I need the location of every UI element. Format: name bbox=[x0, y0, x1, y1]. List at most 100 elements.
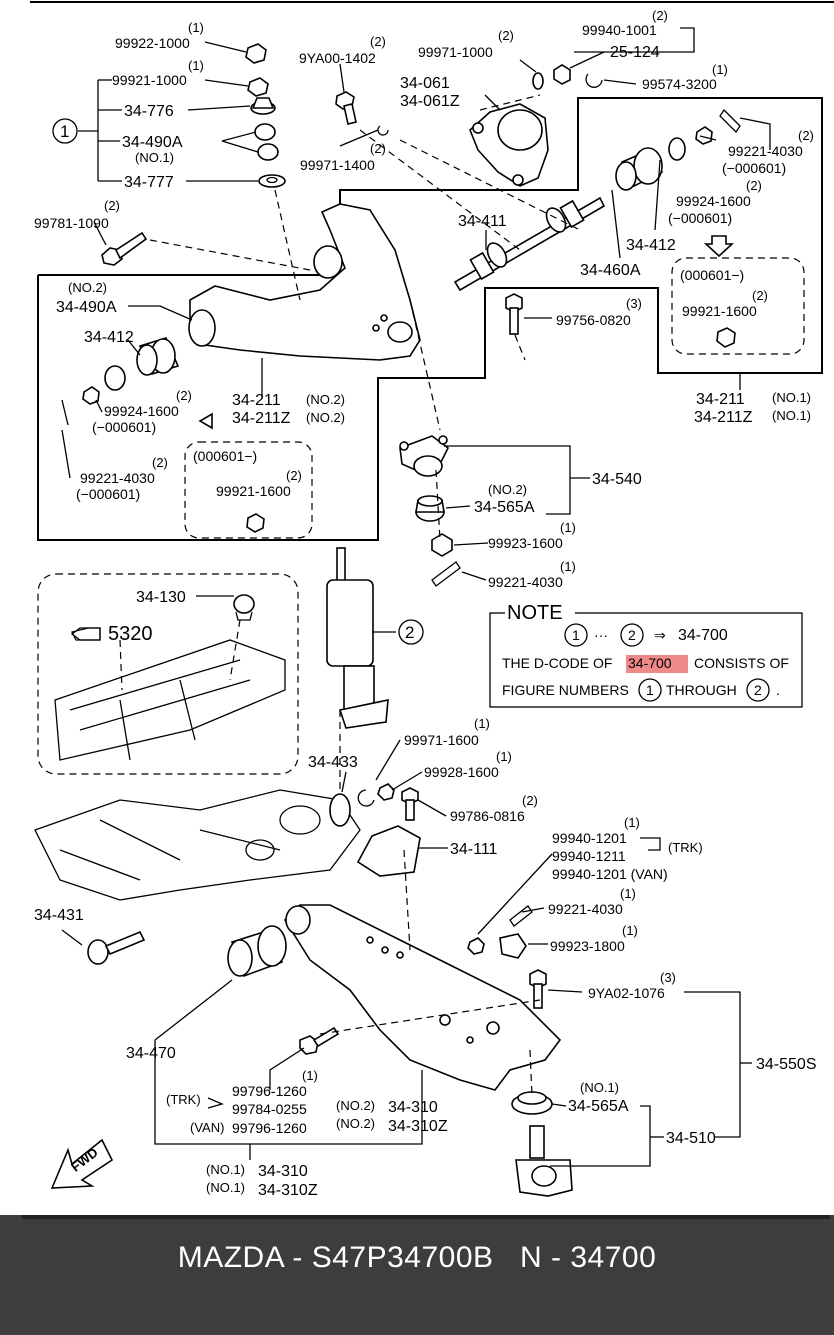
note-highlight bbox=[626, 655, 688, 673]
svg-text:(1): (1) bbox=[188, 20, 204, 35]
label-99221-4030-bottom: 99221-4030 bbox=[548, 901, 623, 917]
label-99921-1600-right: 99921-1600 bbox=[682, 303, 757, 319]
svg-text:(3): (3) bbox=[660, 970, 676, 985]
label-34-211Z-no1: 34-211Z bbox=[694, 409, 753, 426]
label-99221-4030-mid: 99221-4030 bbox=[488, 574, 563, 590]
svg-text:2: 2 bbox=[628, 627, 636, 643]
leader-lines bbox=[61, 27, 771, 1167]
note-title: NOTE bbox=[507, 602, 563, 624]
svg-text:1: 1 bbox=[572, 627, 580, 643]
label-99796-1260: 99796-1260 bbox=[232, 1083, 307, 1099]
svg-text:(1): (1) bbox=[712, 62, 728, 77]
label-99940-1201-van: 99940-1201 (VAN) bbox=[552, 866, 668, 882]
svg-text:(NO.1): (NO.1) bbox=[772, 408, 811, 423]
svg-text:(TRK): (TRK) bbox=[166, 1092, 201, 1107]
bushing-left bbox=[61, 337, 180, 426]
svg-text:(3): (3) bbox=[626, 296, 642, 311]
label-34-510: 34-510 bbox=[666, 1130, 716, 1147]
svg-text:(1): (1) bbox=[474, 716, 490, 731]
label-34-776: 34-776 bbox=[124, 103, 174, 120]
label-25-124: 25-124 bbox=[610, 44, 660, 61]
svg-text:(NO.1): (NO.1) bbox=[206, 1180, 245, 1195]
svg-text:(1): (1) bbox=[622, 923, 638, 938]
svg-text:(NO.2): (NO.2) bbox=[68, 280, 107, 295]
svg-text:(2): (2) bbox=[370, 34, 386, 49]
circle-1-marker bbox=[52, 118, 78, 144]
svg-text:(2): (2) bbox=[522, 793, 538, 808]
ball-joint-34-540 bbox=[399, 435, 461, 587]
label-99971-1000: 99971-1000 bbox=[418, 44, 493, 60]
label-34-460A: 34-460A bbox=[580, 262, 641, 279]
bolt-9YA02 bbox=[529, 969, 547, 1009]
svg-text:(NO.2): (NO.2) bbox=[488, 482, 527, 497]
svg-text:(−000601): (−000601) bbox=[76, 486, 140, 502]
bolt-34-431 bbox=[87, 930, 146, 965]
bracket-34-061 bbox=[469, 103, 549, 187]
label-99921-1000: 99921-1000 bbox=[112, 72, 187, 88]
footer-divider bbox=[22, 1215, 830, 1219]
label-34-490A: 34-490A bbox=[122, 134, 183, 151]
label-99781-1090: 99781-1090 bbox=[34, 215, 109, 231]
label-34-565A-bottom: 34-565A bbox=[568, 1098, 629, 1115]
svg-text:34-700: 34-700 bbox=[678, 627, 728, 644]
svg-text:⇒: ⇒ bbox=[654, 627, 666, 643]
svg-text:(1): (1) bbox=[560, 520, 576, 535]
svg-text:(2): (2) bbox=[752, 288, 768, 303]
label-34-310Z-no2: 34-310Z bbox=[388, 1118, 448, 1135]
svg-text:2: 2 bbox=[754, 682, 762, 698]
svg-text:(000601−): (000601−) bbox=[193, 448, 257, 464]
label-34-061: 34-061 bbox=[400, 75, 450, 92]
label-34-130: 34-130 bbox=[136, 589, 186, 606]
label-ref-5320: 5320 bbox=[108, 623, 153, 645]
svg-text:FIGURE NUMBERS: FIGURE NUMBERS bbox=[502, 682, 629, 698]
label-99971-1600: 99971-1600 bbox=[404, 732, 479, 748]
top-left-stack bbox=[245, 43, 286, 188]
label-34-433: 34-433 bbox=[308, 754, 358, 771]
label-99924-1600-right: 99924-1600 bbox=[676, 193, 751, 209]
label-99971-1400: 99971-1400 bbox=[300, 157, 375, 173]
label-99756-0820: 99756-0820 bbox=[556, 312, 631, 328]
note-highlighted-code: 34-700 bbox=[628, 655, 672, 671]
svg-text:(2): (2) bbox=[498, 28, 514, 43]
label-34-211-no2: 34-211 bbox=[232, 392, 281, 409]
svg-text:2: 2 bbox=[405, 623, 414, 642]
svg-text:(2): (2) bbox=[370, 141, 386, 156]
svg-text:1: 1 bbox=[60, 122, 69, 141]
label-99796-1260-van: 99796-1260 bbox=[232, 1120, 307, 1136]
svg-text:THROUGH: THROUGH bbox=[666, 682, 737, 698]
note-box bbox=[489, 612, 803, 708]
serial-box-left bbox=[184, 441, 313, 539]
upper-arm-34-211 bbox=[188, 203, 421, 361]
label-34-111: 34-111 bbox=[450, 841, 498, 858]
label-34-211Z-no2: 34-211Z bbox=[232, 410, 291, 427]
label-9YA02-1076: 9YA02-1076 bbox=[588, 985, 665, 1001]
label-34-310Z-no1: 34-310Z bbox=[258, 1182, 318, 1199]
svg-text:(NO.1): (NO.1) bbox=[206, 1162, 245, 1177]
svg-text:···: ··· bbox=[594, 627, 608, 643]
circle-2-marker bbox=[398, 619, 424, 645]
label-99574-3200: 99574-3200 bbox=[642, 76, 717, 92]
label-9YA00-1402: 9YA00-1402 bbox=[299, 50, 376, 66]
svg-text:(NO.2): (NO.2) bbox=[336, 1116, 375, 1131]
label-34-431: 34-431 bbox=[34, 907, 84, 924]
svg-text:(1): (1) bbox=[624, 815, 640, 830]
label-34-540: 34-540 bbox=[592, 471, 642, 488]
svg-text:(−000601): (−000601) bbox=[668, 210, 732, 226]
label-34-411: 34-411 bbox=[458, 213, 507, 230]
svg-text:(TRK): (TRK) bbox=[668, 840, 703, 855]
svg-text:(1): (1) bbox=[560, 559, 576, 574]
label-34-550S: 34-550S bbox=[756, 1056, 817, 1073]
label-99786-0816: 99786-0816 bbox=[450, 808, 525, 824]
left-arrow bbox=[198, 412, 213, 430]
label-34-490A-left: 34-490A bbox=[56, 299, 117, 316]
svg-text:(VAN): (VAN) bbox=[190, 1120, 224, 1135]
label-99921-1600-left: 99921-1600 bbox=[216, 483, 291, 499]
svg-text:(1): (1) bbox=[188, 58, 204, 73]
svg-text:(2): (2) bbox=[152, 455, 168, 470]
svg-text:(−000601): (−000601) bbox=[92, 419, 156, 435]
fwd-arrow bbox=[50, 1138, 114, 1189]
svg-text:(NO.1): (NO.1) bbox=[772, 390, 811, 405]
svg-text:CONSISTS OF: CONSISTS OF bbox=[694, 655, 789, 671]
footer-bar: MAZDA - S47P34700B N - 34700 bbox=[0, 1215, 834, 1335]
crossmember bbox=[34, 789, 361, 901]
